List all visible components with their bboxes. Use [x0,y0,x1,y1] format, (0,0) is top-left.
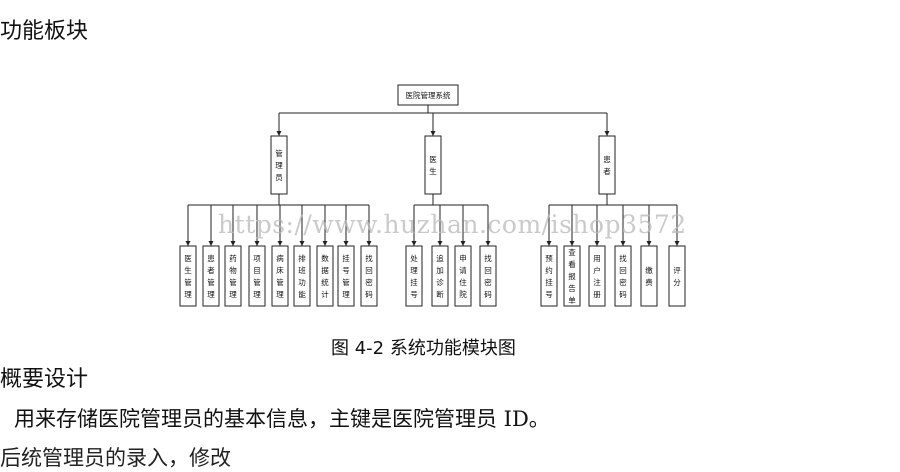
child-node-0-3: 项目管理 [248,245,266,307]
group-node-2: 患者 [598,135,616,195]
section-heading: 功能板块 [0,19,89,44]
sub-heading: 概要设计 [0,367,89,392]
figure-caption: 图 4-2 系统功能模块图 [331,338,516,359]
child-node-0-4-label: 病床管理 [276,253,284,299]
child-node-0-8: 找回密码 [360,245,378,307]
watermark: https://www.huzhan.com/ishop3572 [218,210,687,239]
child-node-1-1-label: 追加诊断 [436,253,444,299]
child-node-1-0-label: 处理挂号 [410,253,418,299]
child-node-0-6: 数据统计 [316,245,334,307]
child-node-1-1: 追加诊断 [431,245,449,307]
root-node-label: 医院管理系统 [406,90,451,100]
child-node-2-3-label: 找回密码 [619,253,627,299]
child-node-2-1: 查看报告单 [563,245,581,307]
child-node-2-2: 用户注册 [588,245,606,307]
child-node-1-0: 处理挂号 [405,245,423,307]
child-node-1-2: 申请住院 [454,245,472,307]
child-node-2-0: 预约挂号 [540,245,558,307]
child-node-0-1: 患者管理 [202,245,220,307]
body-paragraph: 用来存储医院管理员的基本信息，主键是医院管理员 ID。 [14,407,550,431]
child-node-0-5-label: 排班功能 [298,253,306,299]
root-node: 医院管理系统 [397,84,459,106]
child-node-0-6-label: 数据统计 [321,253,329,299]
child-node-1-2-label: 申请住院 [459,253,467,299]
child-node-2-3: 找回密码 [614,245,632,307]
child-node-0-0: 医生管理 [179,245,197,307]
child-node-2-2-label: 用户注册 [593,254,601,299]
child-node-1-3-label: 找回密码 [484,253,492,299]
child-node-0-5: 排班功能 [293,245,311,307]
child-node-2-4: 缴费 [640,245,658,307]
group-node-0-label: 管理员 [275,148,283,182]
child-node-0-7-label: 挂号管理 [342,253,350,299]
group-node-2-label: 患者 [603,154,611,176]
child-node-0-3-label: 项目管理 [253,254,261,299]
group-node-1: 医生 [424,135,442,195]
group-node-1-label: 医生 [429,155,437,176]
group-node-0: 管理员 [270,135,288,195]
child-node-0-0-label: 医生管理 [184,254,192,299]
child-node-0-7: 挂号管理 [337,245,355,307]
child-node-2-0-label: 预约挂号 [545,253,553,299]
child-node-0-2-label: 药物管理 [229,253,237,299]
child-node-0-8-label: 找回密码 [365,253,373,299]
child-node-2-1-label: 查看报告单 [568,247,576,305]
child-node-2-5-label: 评分 [673,266,681,287]
child-node-1-3: 找回密码 [479,245,497,307]
child-node-0-2: 药物管理 [224,245,242,307]
child-node-2-4-label: 缴费 [645,265,653,287]
child-node-2-5: 评分 [668,245,686,307]
child-node-0-1-label: 患者管理 [207,253,215,299]
child-node-0-4: 病床管理 [271,245,289,307]
cutoff-paragraph: 后统管理员的录入，修改 [0,446,231,470]
